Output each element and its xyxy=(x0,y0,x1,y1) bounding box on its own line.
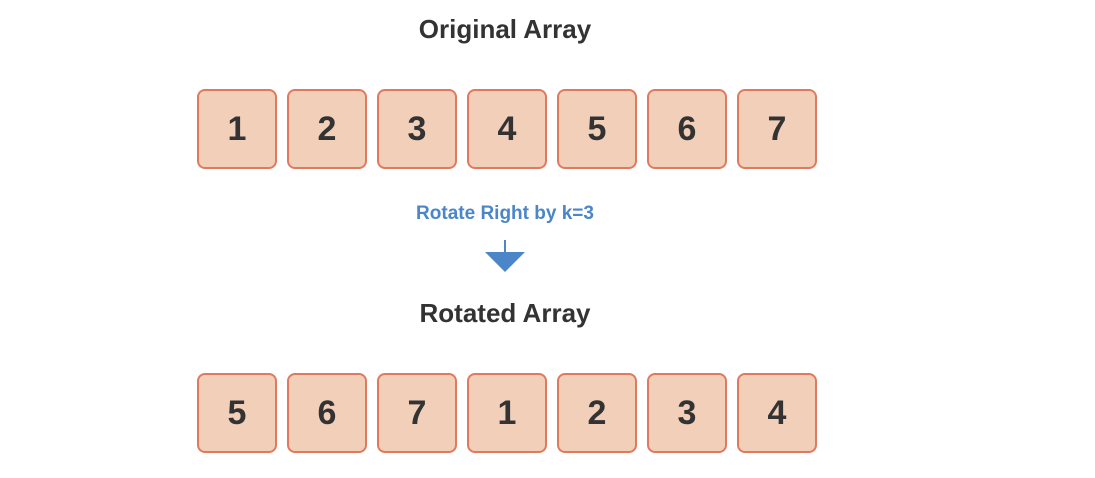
rotated-cell: 1 xyxy=(467,373,547,453)
rotated-array-row: 5 6 7 1 2 3 4 xyxy=(197,373,817,453)
original-cell: 6 xyxy=(647,89,727,169)
rotation-label: Rotate Right by k=3 xyxy=(416,203,594,224)
original-cell: 3 xyxy=(377,89,457,169)
rotated-array-title: Rotated Array xyxy=(419,298,591,328)
original-cell: 5 xyxy=(557,89,637,169)
original-cell: 4 xyxy=(467,89,547,169)
rotated-cell: 7 xyxy=(377,373,457,453)
rotated-cell: 5 xyxy=(197,373,277,453)
original-array-title: Original Array xyxy=(418,14,592,44)
rotated-cell: 3 xyxy=(647,373,727,453)
rotated-cell: 2 xyxy=(557,373,637,453)
original-array-row: 1 2 3 4 5 6 7 xyxy=(197,89,817,169)
original-cell: 2 xyxy=(287,89,367,169)
original-cell: 1 xyxy=(197,89,277,169)
rotated-cell: 6 xyxy=(287,373,367,453)
rotated-cell: 4 xyxy=(737,373,817,453)
original-cell: 7 xyxy=(737,89,817,169)
arrow-down-icon xyxy=(485,240,525,272)
